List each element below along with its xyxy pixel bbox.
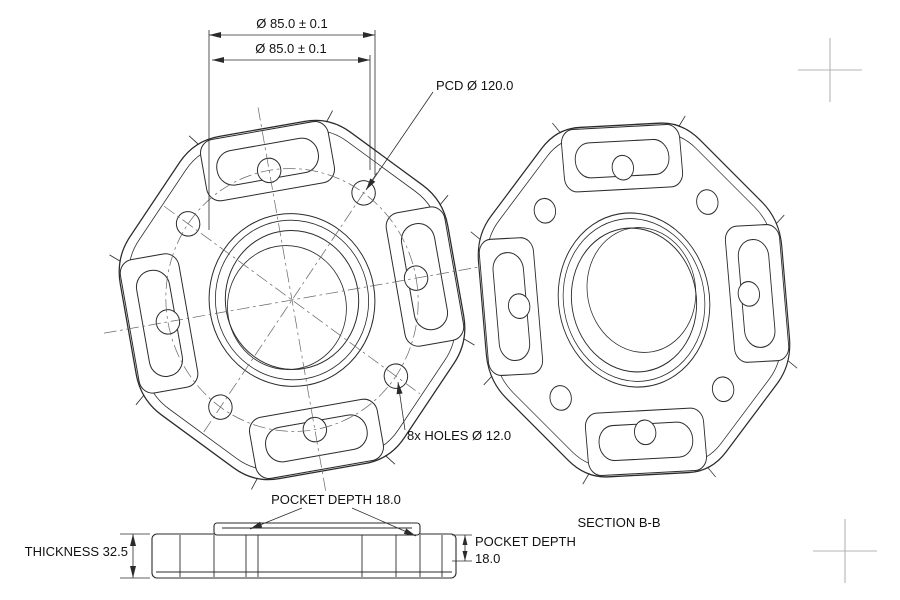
pocket-depth-plan-label: POCKET DEPTH 18.0 [271, 492, 401, 507]
leader-pocket-depth-plan: POCKET DEPTH 18.0 [249, 492, 417, 537]
crosshair-bottom-right [813, 519, 877, 583]
holes-label: 8x HOLES Ø 12.0 [407, 428, 511, 443]
pcd-circle [165, 168, 419, 432]
section-pocket-boss [213, 522, 421, 536]
left-flange-view [70, 74, 514, 525]
dim-bore-outer-text: Ø 85.0 ± 0.1 [256, 16, 327, 31]
dim-thickness: THICKNESS 32.5 [25, 533, 150, 579]
dim-pocket-depth-section: POCKET DEPTH 18.0 [452, 534, 576, 566]
pocket-depth-section-value: 18.0 [475, 551, 500, 566]
right-flange-view [430, 74, 838, 527]
bore-depth-edge [586, 227, 697, 353]
section-title: SECTION B-B [577, 515, 660, 530]
leader-holes: 8x HOLES Ø 12.0 [396, 381, 511, 443]
side-section-view [151, 522, 457, 579]
leader-pcd: PCD Ø 120.0 [365, 78, 513, 191]
thickness-label: THICKNESS 32.5 [25, 544, 128, 559]
bore-depth-edge [227, 245, 347, 370]
centerlines [104, 107, 480, 493]
pocket-depth-section-label: POCKET DEPTH [475, 534, 576, 549]
dim-bore-inner-text: Ø 85.0 ± 0.1 [255, 41, 326, 56]
pcd-label: PCD Ø 120.0 [436, 78, 513, 93]
dim-bore-inner: Ø 85.0 ± 0.1 [212, 41, 371, 170]
dim-bore-outer: Ø 85.0 ± 0.1 [208, 16, 376, 230]
bore-chamfer [562, 218, 706, 382]
section-slab [151, 533, 457, 579]
crosshair-top-right [798, 38, 862, 102]
